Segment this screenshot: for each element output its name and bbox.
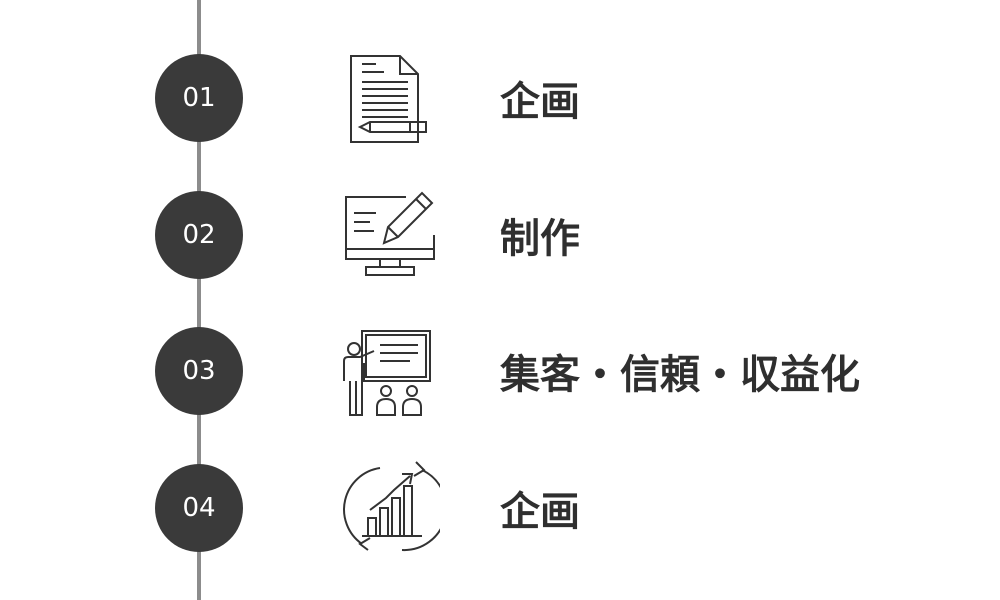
step-number-badge: 04 — [155, 464, 243, 552]
step-4: 04 企画 — [0, 460, 1000, 556]
step-number-badge: 01 — [155, 54, 243, 142]
step-2: 02 制作 — [0, 187, 1000, 283]
monitor-pencil-icon — [340, 187, 440, 283]
step-number-badge: 02 — [155, 191, 243, 279]
step-label: 集客・信頼・収益化 — [500, 352, 860, 398]
presentation-audience-icon — [340, 323, 440, 419]
step-label: 企画 — [500, 489, 580, 535]
step-3: 03 集客・信頼・収益化 — [0, 323, 1000, 419]
step-number: 04 — [182, 493, 216, 523]
step-label: 制作 — [500, 216, 580, 262]
document-pen-icon — [340, 50, 440, 146]
step-number: 01 — [182, 83, 216, 113]
step-1: 01 企画 — [0, 50, 1000, 146]
timeline-line — [197, 0, 201, 600]
step-number-badge: 03 — [155, 327, 243, 415]
step-label: 企画 — [500, 79, 580, 125]
step-number: 03 — [182, 356, 216, 386]
step-number: 02 — [182, 220, 216, 250]
growth-chart-cycle-icon — [340, 460, 440, 556]
